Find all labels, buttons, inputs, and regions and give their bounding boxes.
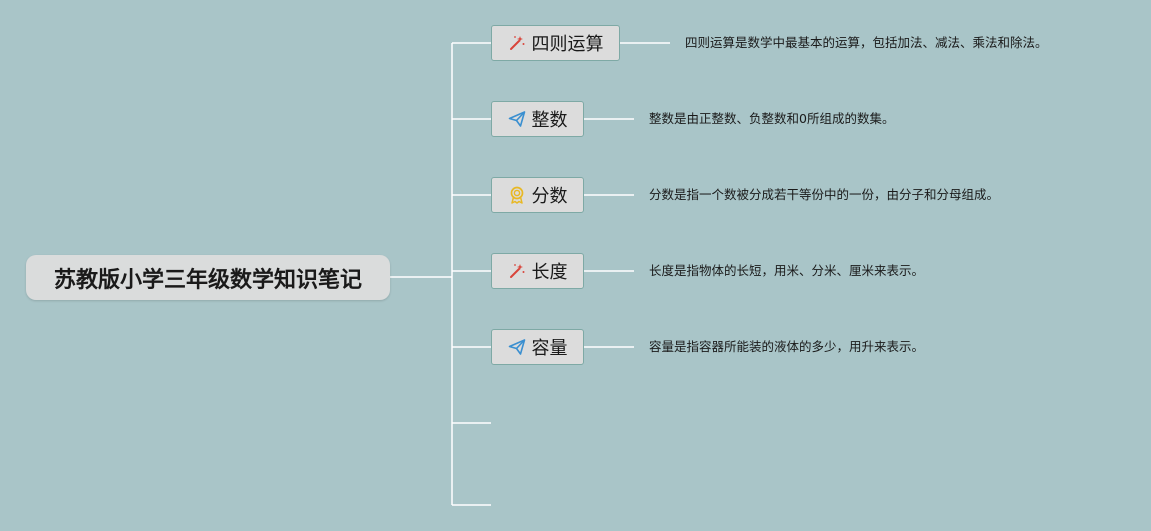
branch-label: 整数 — [531, 110, 568, 131]
paper-plane-icon — [508, 338, 526, 356]
root-title: 苏教版小学三年级数学知识笔记 — [53, 267, 362, 293]
paper-plane-icon — [508, 110, 526, 128]
branch-description: 整数是由正整数、负整数和0所组成的数集。 — [649, 111, 895, 126]
branch-node-capacity[interactable]: 容量 — [491, 329, 584, 365]
branch-description: 容量是指容器所能装的液体的多少，用升来表示。 — [649, 339, 925, 354]
branch-label: 容量 — [531, 338, 568, 359]
branch-description: 四则运算是数学中最基本的运算，包括加法、减法、乘法和除法。 — [685, 35, 1048, 50]
branch-label: 分数 — [531, 186, 568, 207]
branch-label: 四则运算 — [531, 34, 604, 55]
award-ribbon-icon — [508, 186, 526, 204]
magic-wand-icon — [508, 262, 526, 280]
branch-description: 分数是指一个数被分成若干等份中的一份，由分子和分母组成。 — [649, 187, 1000, 202]
branch-node-arithmetic[interactable]: 四则运算 — [491, 25, 620, 61]
branch-node-length[interactable]: 长度 — [491, 253, 584, 289]
branch-node-fractions[interactable]: 分数 — [491, 177, 584, 213]
branch-description: 长度是指物体的长短，用米、分米、厘米来表示。 — [649, 263, 925, 278]
root-topic[interactable]: 苏教版小学三年级数学知识笔记 — [26, 255, 390, 300]
branch-node-integers[interactable]: 整数 — [491, 101, 584, 137]
branch-label: 长度 — [531, 262, 568, 283]
magic-wand-icon — [508, 34, 526, 52]
